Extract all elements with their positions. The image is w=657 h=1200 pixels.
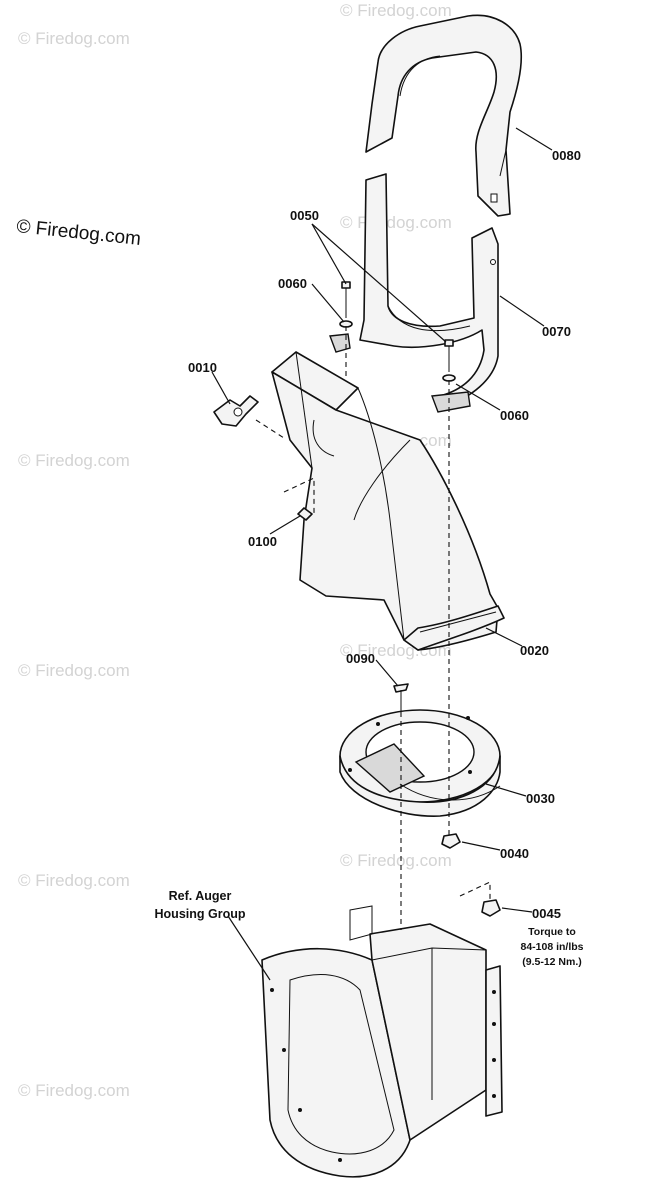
callout-0080: 0080 [552, 148, 581, 163]
watermark-text: © Firedog.com [340, 851, 452, 870]
watermark-text: © Firedog.com [18, 29, 130, 48]
callout-labels: 0080 0050 0060 0070 0010 0060 0100 0020 … [188, 148, 581, 921]
watermark-text: © Firedog.com [340, 213, 452, 232]
torque-note: Torque to 84-108 in/lbs (9.5-12 Nm.) [520, 926, 583, 968]
callout-0060-lower: 0060 [500, 408, 529, 423]
reference-label-line-2: Housing Group [155, 907, 246, 921]
callout-0070: 0070 [542, 324, 571, 339]
callout-0010: 0010 [188, 360, 217, 375]
reference-label-line-1: Ref. Auger [169, 889, 232, 903]
callout-0100: 0100 [248, 534, 277, 549]
torque-note-line-2: 84-108 in/lbs [520, 941, 583, 953]
callout-0020: 0020 [520, 643, 549, 658]
part-0030-ring [339, 709, 501, 817]
leader-lines [211, 127, 553, 981]
part-0040-nut [441, 833, 461, 849]
part-0100-screw [297, 507, 313, 521]
watermark-text: © Firedog.com [18, 451, 130, 470]
part-0090-screw [393, 683, 409, 712]
watermark-text: © Firedog.com [340, 1, 452, 20]
part-auger-housing [261, 905, 503, 1178]
callout-0030: 0030 [526, 791, 555, 806]
callout-0050: 0050 [290, 208, 319, 223]
watermark-text: © Firedog.com [18, 1081, 130, 1100]
callout-0090: 0090 [346, 651, 375, 666]
torque-note-line-3: (9.5-12 Nm.) [522, 956, 582, 968]
reference-group-label: Ref. Auger Housing Group [155, 889, 246, 921]
callout-0040: 0040 [500, 846, 529, 861]
part-0010-knob [213, 395, 259, 427]
part-0070-frame [329, 173, 499, 413]
watermark-text: © Firedog.com [18, 661, 130, 680]
part-0020-chute [271, 351, 505, 651]
callout-0045: 0045 [532, 906, 561, 921]
part-0050-bolts [339, 281, 456, 382]
watermark-text: © Firedog.com [18, 871, 130, 890]
torque-note-line-1: Torque to [528, 926, 576, 938]
part-0080-handle [365, 14, 523, 217]
brand-mark: © Firedog.com [15, 216, 141, 250]
assembly-lines [255, 326, 491, 930]
part-0045-nut [481, 899, 501, 917]
callout-0060-upper: 0060 [278, 276, 307, 291]
